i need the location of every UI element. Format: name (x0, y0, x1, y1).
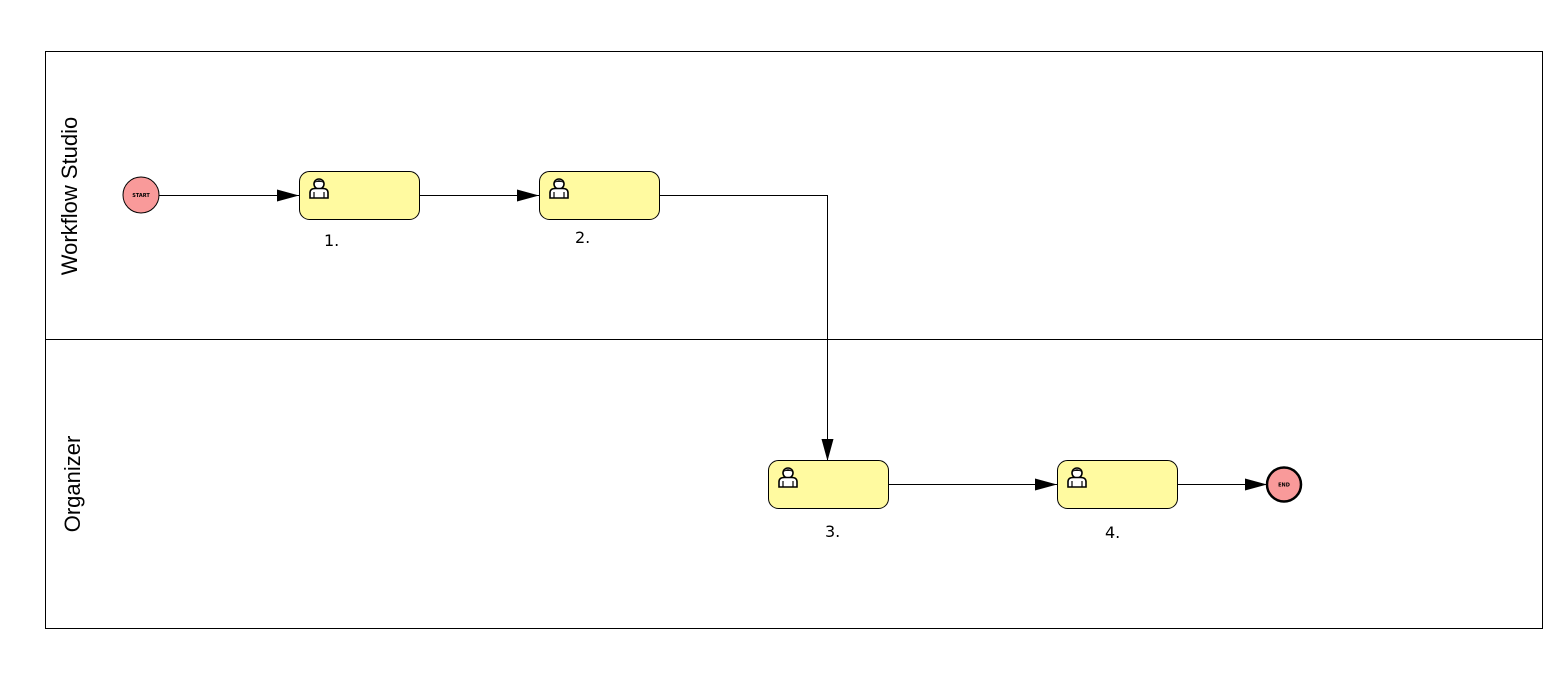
task-2[interactable]: 2. (539, 171, 660, 248)
task-1-box (299, 171, 420, 220)
start-event-label: START (132, 193, 150, 199)
task-3-box (768, 460, 889, 509)
start-event[interactable]: START (122, 176, 160, 214)
flow-task-2-to-task-3[interactable] (659, 195, 834, 462)
start-event-icon (122, 176, 160, 214)
task-2-caption: 2. (575, 228, 590, 247)
task-3[interactable]: 3. (768, 460, 889, 542)
task-1[interactable]: 1. (299, 171, 420, 251)
end-event-icon (1265, 466, 1303, 503)
end-event-label: END (1278, 483, 1290, 489)
lane-workflow-studio: Workflow Studio (57, 117, 82, 276)
task-4-box (1057, 460, 1178, 509)
sequence-flows (159, 189, 1267, 491)
task-2-box (539, 171, 660, 220)
task-4[interactable]: 4. (1057, 460, 1178, 543)
lane-label-organizer: Organizer (60, 436, 85, 533)
lane-organizer: Organizer (60, 436, 85, 533)
end-event[interactable]: END (1265, 466, 1303, 503)
lane-label-workflow-studio: Workflow Studio (57, 117, 82, 276)
task-1-caption: 1. (324, 231, 339, 250)
pool: Workflow Studio Organizer (45, 51, 1543, 629)
task-3-caption: 3. (825, 522, 840, 541)
task-4-caption: 4. (1105, 523, 1120, 542)
